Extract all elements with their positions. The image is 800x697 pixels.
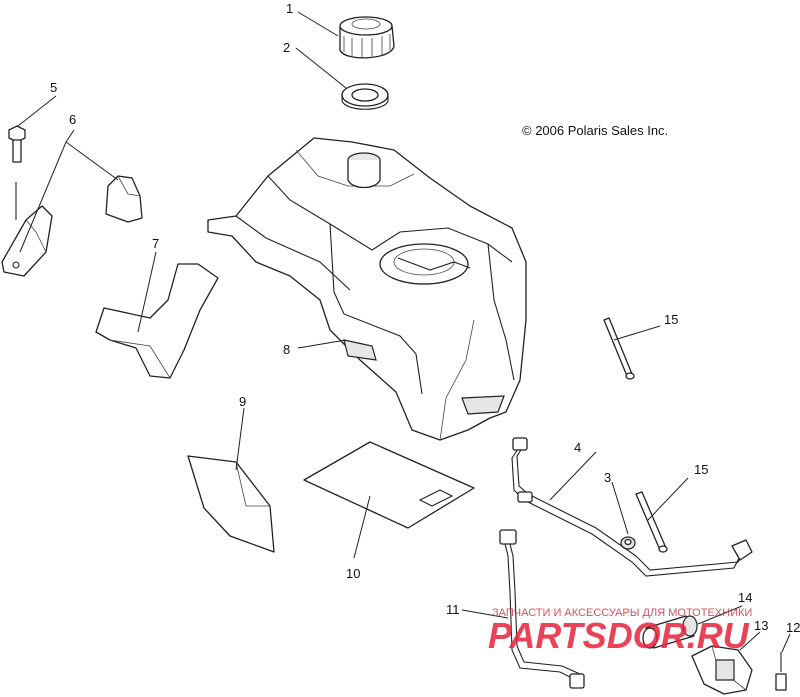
part-fuel-cap	[339, 16, 395, 59]
callout-3: 3	[604, 470, 611, 485]
callout-15-lower: 15	[694, 462, 708, 477]
part-base-pad	[303, 441, 475, 529]
part-rod-lower	[635, 491, 668, 553]
callout-8: 8	[283, 342, 290, 357]
copyright-text: © 2006 Polaris Sales Inc.	[522, 123, 668, 138]
callout-1: 1	[286, 1, 293, 16]
watermark-logo: PARTSDOR.RU	[488, 615, 750, 656]
callout-10: 10	[346, 566, 360, 581]
part-vent-line	[511, 437, 753, 577]
callout-11: 11	[446, 602, 460, 617]
callout-7: 7	[152, 236, 159, 251]
part-bolt	[8, 125, 26, 220]
callout-12: 12	[786, 620, 800, 635]
part-hose-clamp	[620, 536, 636, 550]
part-fuel-line	[499, 529, 585, 689]
watermark-caption: ЗАПЧАСТИ И АКСЕССУАРЫ ДЛЯ МОТОТЕХНИКИ	[492, 607, 752, 619]
callout-5: 5	[50, 80, 57, 95]
part-fuel-filter	[642, 615, 698, 649]
part-bracket-right	[105, 175, 143, 223]
callout-14: 14	[738, 590, 752, 605]
watermark: ЗАПЧАСТИ И АКСЕССУАРЫ ДЛЯ МОТОТЕХНИКИ PA…	[488, 607, 752, 656]
callout-labels: 1 2 3 4 5 6 7 8 9 10 11 12 13 14 15 15	[50, 1, 800, 635]
callout-2: 2	[283, 40, 290, 55]
part-rod-upper	[603, 317, 635, 380]
part-screw	[775, 652, 787, 691]
callout-13: 13	[754, 618, 768, 633]
leader-lines	[17, 11, 791, 653]
part-cap-gasket	[341, 83, 389, 110]
callout-9: 9	[239, 394, 246, 409]
callout-6: 6	[69, 112, 76, 127]
callout-15-upper: 15	[664, 312, 678, 327]
part-bracket-left	[1, 205, 53, 277]
part-filter-bracket	[691, 645, 753, 695]
callout-4: 4	[574, 440, 581, 455]
part-foam-pad	[95, 263, 219, 379]
part-shield-plate	[187, 455, 275, 553]
part-fuel-tank	[207, 137, 527, 441]
